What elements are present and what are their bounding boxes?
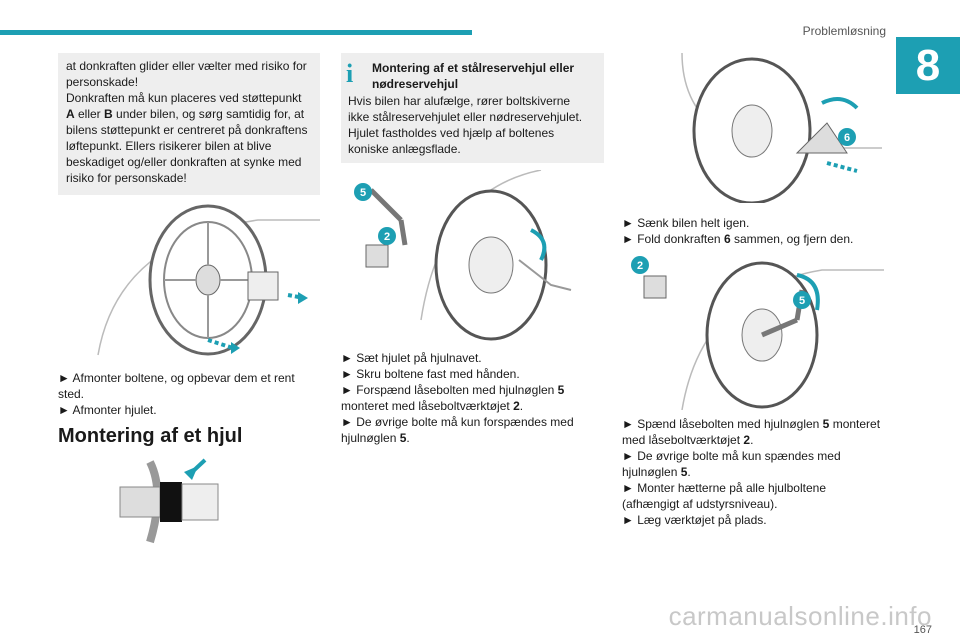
header-accent-bar (0, 30, 472, 35)
chapter-number-badge: 8 (896, 37, 960, 94)
lower-steps: ► Sænk bilen helt igen. ► Fold donkrafte… (622, 216, 854, 246)
bolt-illustration (119, 458, 219, 544)
tighten-steps: ► Spænd låsebolten med hjulnøglen 5 mont… (622, 417, 881, 527)
fit-steps: ► Sæt hjulet på hjulnavet. ► Skru bolten… (341, 351, 574, 445)
remove-steps: ► Afmonter boltene, og opbevar dem et re… (58, 371, 295, 417)
callout-5: 5 (360, 187, 366, 199)
callout-2-b: 2 (637, 260, 643, 272)
info-box (341, 53, 604, 163)
section-heading: Montering af et hjul (58, 425, 243, 447)
info-body: Hvis bilen har alufælge, rører boltskive… (348, 94, 583, 156)
page-number: 167 (913, 624, 932, 636)
info-title: Montering af et stålreservehjul eller nø… (372, 61, 575, 91)
callout-2: 2 (384, 231, 390, 243)
callout-6: 6 (844, 132, 850, 144)
tighten-illustration: 2 5 (631, 256, 884, 410)
section-title: Problemløsning (802, 24, 886, 38)
warning-box (58, 53, 320, 195)
warning-text: at donkraften glider eller vælter med ri… (66, 59, 308, 185)
callout-5-b: 5 (799, 295, 805, 307)
remove-wheel-illustration (97, 204, 320, 356)
fit-wheel-illustration: 5 2 (354, 170, 572, 341)
lower-car-illustration: 6 (681, 53, 882, 203)
info-icon: i (346, 59, 354, 88)
watermark: carmanualsonline.info (668, 601, 932, 631)
